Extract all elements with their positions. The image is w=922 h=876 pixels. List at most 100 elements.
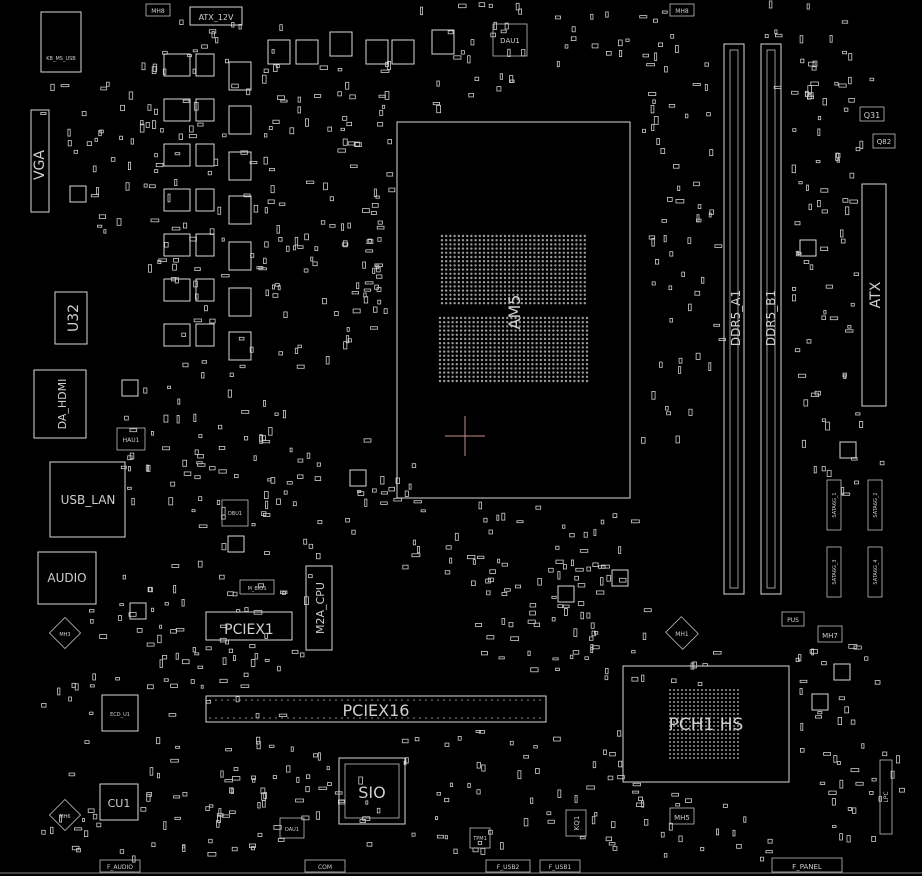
passive-component (198, 496, 203, 502)
pch-pin (725, 737, 727, 739)
am5-pin (518, 358, 521, 362)
am5-pin (550, 268, 553, 271)
am5-pin (466, 239, 469, 242)
am5-pin (472, 333, 475, 336)
am5-pin (531, 329, 534, 332)
am5-pin (476, 379, 479, 383)
am5-pin (449, 289, 452, 292)
am5-pin (497, 363, 500, 366)
passive-component (555, 559, 564, 564)
passive-component (848, 644, 858, 649)
passive-component (806, 3, 810, 10)
passive-component (127, 486, 132, 490)
passive-component (256, 736, 261, 745)
pch-pin (685, 697, 687, 699)
q82-component: Q82 (872, 133, 896, 149)
da-hdmi-connector: DA_HDMI (33, 369, 87, 439)
passive-component (151, 842, 156, 847)
am5-pin (562, 276, 565, 280)
am5-pin (506, 329, 509, 332)
am5-pin (470, 302, 473, 305)
passive-component (320, 220, 326, 225)
pch-pin (733, 757, 735, 759)
am5-pin (447, 354, 450, 357)
passive-component (146, 642, 155, 647)
am5-pin (527, 316, 530, 320)
am5-pin (541, 234, 544, 238)
passive-component (278, 202, 286, 206)
am5-pin (461, 243, 465, 246)
pch-pin (673, 697, 675, 699)
pch-pin (689, 721, 691, 723)
pch-pin (681, 705, 683, 707)
passive-component (208, 804, 214, 808)
am5-pin (522, 371, 526, 374)
passive-component (671, 792, 679, 797)
am5-pin (541, 272, 544, 275)
am5-pin (491, 243, 494, 246)
passive-component (535, 505, 542, 510)
passive-component (791, 90, 799, 95)
am5-pin (493, 350, 496, 353)
passive-component (673, 163, 680, 169)
passive-component (436, 80, 440, 87)
passive-component (74, 827, 83, 831)
am5-pin (512, 260, 515, 263)
am5-pin (539, 367, 542, 370)
pcie-pin (473, 717, 475, 719)
passive-component (257, 802, 261, 809)
passive-component (660, 831, 665, 838)
passive-component (523, 755, 530, 759)
am5-pin (527, 342, 530, 345)
pcie-pin (383, 699, 385, 701)
passive-component (822, 98, 827, 106)
am5-pin (543, 346, 547, 349)
am5-pin (566, 268, 570, 271)
am5-pin (533, 234, 536, 238)
am5-pin (480, 354, 484, 357)
passive-component (152, 63, 158, 72)
am5-pin (524, 297, 528, 301)
am5-pin (438, 346, 442, 349)
com-header: COM (304, 859, 346, 873)
pch-pin (689, 713, 691, 715)
am5-pin (510, 354, 513, 357)
am5-pin (464, 325, 467, 328)
am5-pin (573, 358, 576, 362)
am5-pin (527, 367, 530, 370)
passive-component (377, 122, 384, 127)
pcie-pin (281, 699, 283, 701)
pcie-pin (311, 717, 313, 719)
am5-pin (516, 293, 519, 296)
passive-component (201, 360, 208, 364)
passive-component (385, 61, 389, 67)
passive-component (148, 587, 153, 593)
am5-pin (585, 342, 589, 345)
am5-pin (564, 367, 568, 370)
am5-pin (531, 371, 534, 374)
pch-pin (713, 713, 715, 715)
passive-component (472, 559, 476, 565)
am5-pin (535, 316, 538, 320)
am5-pin (541, 297, 544, 301)
passive-component (216, 499, 221, 505)
am5-pin (560, 367, 563, 370)
am5-pin (535, 379, 538, 383)
pch-pin (681, 749, 683, 751)
am5-pin (514, 342, 517, 345)
am5-pin (554, 268, 557, 271)
am5-pin (554, 276, 557, 280)
am5-pin (520, 255, 523, 259)
passive-component (527, 619, 536, 624)
passive-component (639, 15, 648, 19)
passive-component (643, 608, 652, 613)
passive-component (488, 529, 493, 535)
am5-pin (459, 350, 463, 353)
passive-component (147, 104, 152, 111)
passive-component (129, 428, 138, 433)
passive-component (273, 64, 278, 73)
am5-pin (527, 350, 530, 353)
passive-component (619, 50, 623, 57)
pch-pin (673, 741, 675, 743)
passive-component (248, 843, 256, 848)
